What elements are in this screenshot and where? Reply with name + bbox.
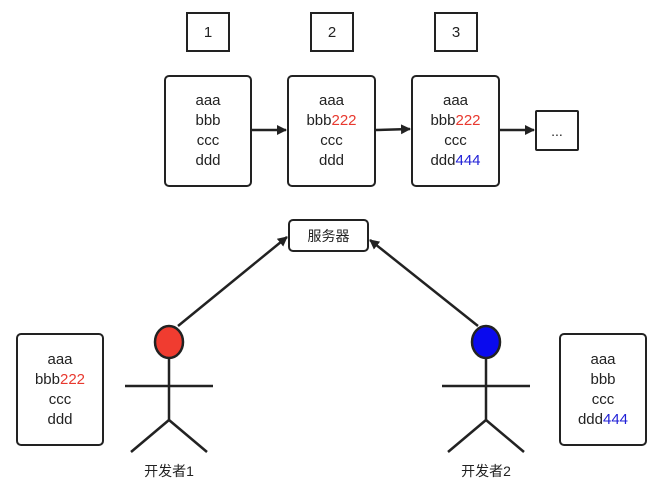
developer-1-head <box>153 324 185 360</box>
developer-1-figure <box>125 357 213 453</box>
version-file-1: aaa bbb ccc ddd <box>164 75 252 187</box>
file-line: ccc <box>196 132 220 149</box>
version-file-2: aaa bbb222 ccc ddd <box>287 75 376 187</box>
more-versions-box: ... <box>535 110 579 151</box>
file-line: ddd <box>195 152 221 169</box>
file-line: ddd444 <box>430 152 481 169</box>
file-line: ddd444 <box>577 410 629 428</box>
developer-2-label: 开发者2 <box>461 463 511 479</box>
file-line: aaa <box>195 92 221 109</box>
file-line: aaa <box>318 92 345 109</box>
arrow-dev2-server <box>369 239 479 327</box>
file-line: aaa <box>590 350 616 368</box>
file-line: bbb222 <box>34 370 86 388</box>
developer-2-file: aaa bbb ccc ddd444 <box>559 333 647 446</box>
server-box: 服务器 <box>288 219 369 252</box>
developer-1-file: aaa bbb222 ccc ddd <box>16 333 104 446</box>
file-line: aaa <box>47 350 73 368</box>
version-number-3: 3 <box>434 12 478 52</box>
developer-1-label: 开发者1 <box>144 463 194 479</box>
file-line: ccc <box>591 390 615 408</box>
file-line: bbb <box>590 370 616 388</box>
developer-2-head <box>470 324 502 360</box>
file-line: bbb <box>195 112 221 129</box>
file-line: ccc <box>48 390 72 408</box>
file-line: ddd <box>47 410 73 428</box>
version-file-3: aaa bbb222 ccc ddd444 <box>411 75 500 187</box>
file-line: ddd <box>318 152 345 169</box>
file-line: ccc <box>444 132 467 149</box>
arrow-v2-v3 <box>375 124 411 135</box>
file-line: aaa <box>442 92 469 109</box>
version-number-2: 2 <box>310 12 354 52</box>
arrow-dev1-server <box>177 236 288 327</box>
file-line: bbb222 <box>306 112 357 129</box>
file-line: bbb222 <box>430 112 481 129</box>
developer-2-figure <box>442 357 530 453</box>
version-number-1: 1 <box>186 12 230 52</box>
file-line: ccc <box>320 132 343 149</box>
